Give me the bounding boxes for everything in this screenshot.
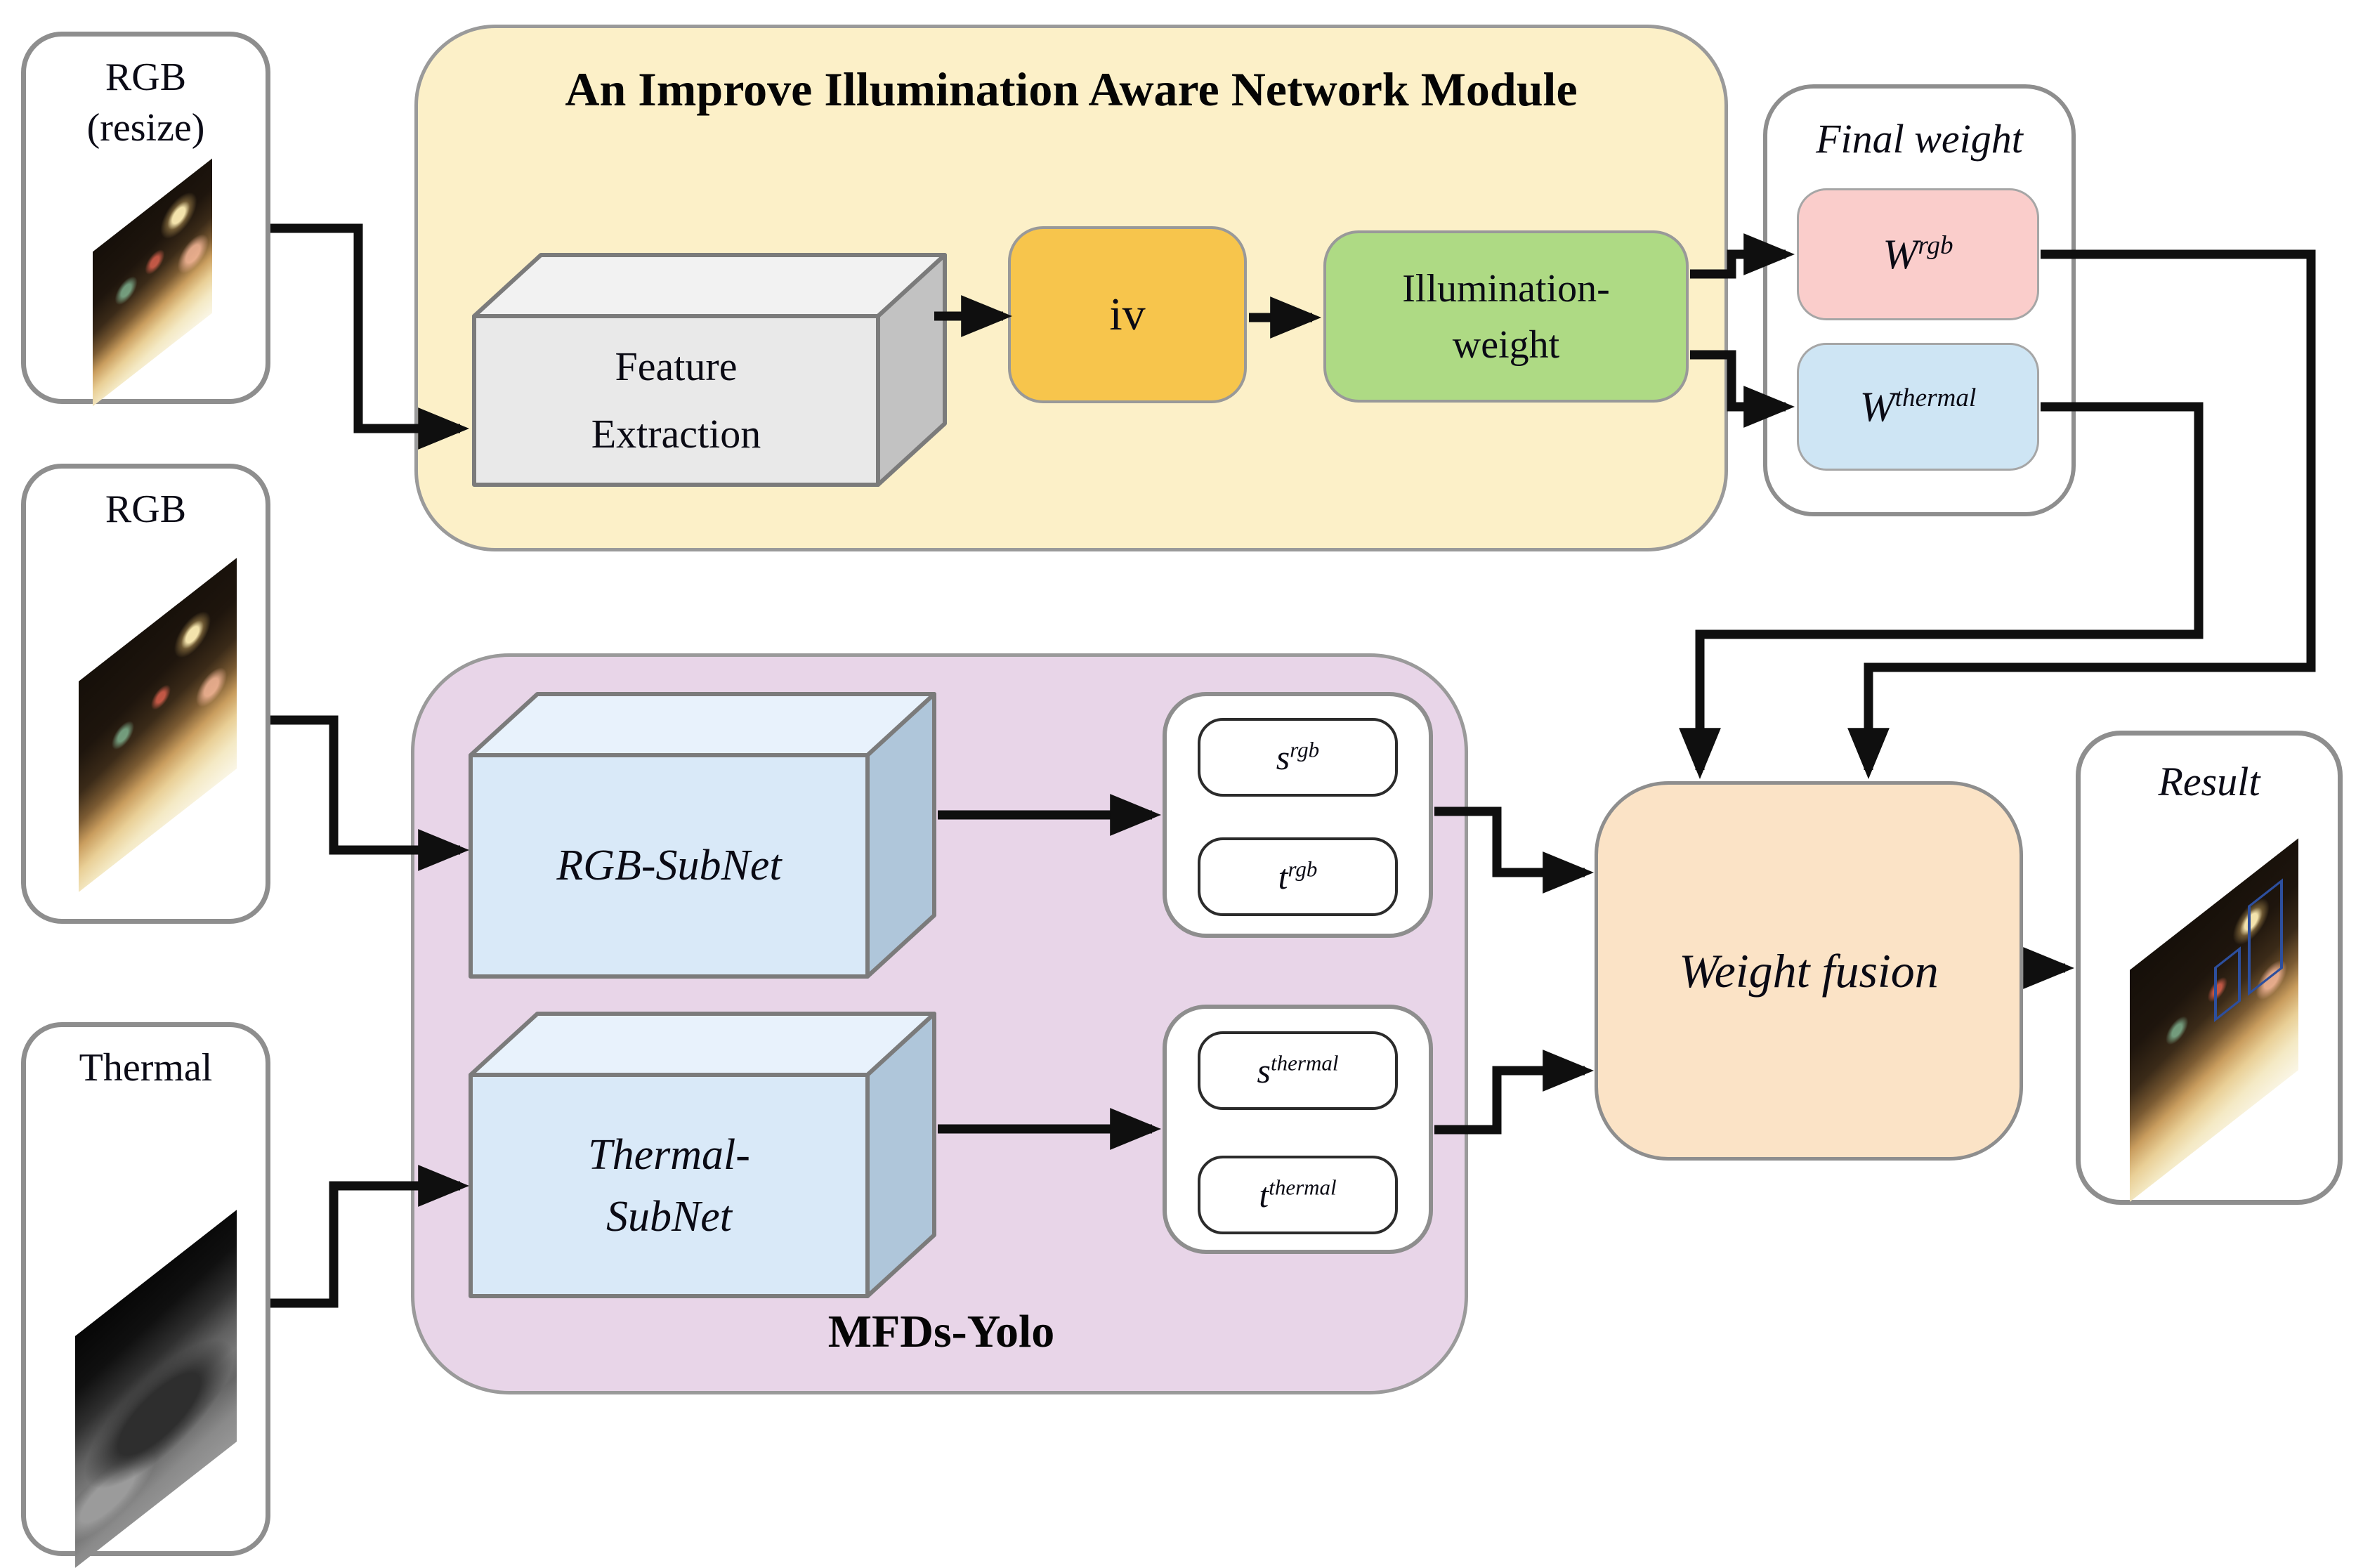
- detection-box: [2248, 878, 2283, 996]
- s-thermal-box: sthermal: [1198, 1031, 1398, 1110]
- t-thermal-label: tthermal: [1259, 1175, 1337, 1215]
- module-title: An Improve Illumination Aware Network Mo…: [565, 63, 1578, 116]
- s-rgb-box: srgb: [1198, 718, 1398, 797]
- weight-fusion-label: Weight fusion: [1679, 943, 1939, 998]
- feature-extraction-label-line1: Feature: [615, 344, 738, 389]
- rgb-resize-label-line2: (resize): [86, 106, 205, 150]
- feature-extraction-label: Feature Extraction: [474, 316, 878, 485]
- iv-label: iv: [1109, 289, 1146, 340]
- rgb-subnet-label: RGB-SubNet: [556, 842, 782, 889]
- input-thermal-panel: Thermal: [21, 1022, 270, 1568]
- w-rgb-label: Wrgb: [1883, 230, 1953, 277]
- illumination-weight-label-line1: Illumination-: [1402, 266, 1610, 311]
- rgb-resize-label-line1: RGB: [105, 55, 187, 99]
- t-rgb-label: trgb: [1278, 856, 1318, 896]
- thermal-label: Thermal: [79, 1046, 213, 1090]
- rgb-resize-photo: [93, 158, 212, 407]
- feature-extraction-label-line2: Extraction: [591, 411, 761, 457]
- w-thermal-label: Wthermal: [1859, 383, 1977, 430]
- thermal-subnet-label-line2: SubNet: [606, 1192, 733, 1241]
- w-rgb-box: Wrgb: [1797, 188, 2039, 320]
- illumination-weight-label-line2: weight: [1452, 322, 1560, 367]
- illumination-weight-box: Illumination- weight: [1323, 230, 1689, 403]
- thermal-subnet-label: Thermal- SubNet: [471, 1075, 868, 1296]
- iv-box: iv: [1008, 226, 1247, 403]
- s-thermal-label: sthermal: [1257, 1050, 1339, 1090]
- input-rgb-resize-panel: RGB (resize): [21, 32, 270, 407]
- result-panel: Result: [2076, 731, 2343, 1205]
- thermal-subnet-label-line1: Thermal-: [588, 1130, 750, 1179]
- thermal-photo: [75, 1210, 237, 1568]
- detection-box: [2214, 946, 2241, 1022]
- final-weight-title: Final weight: [1816, 116, 2023, 162]
- rgb-label: RGB: [105, 488, 187, 531]
- mfds-yolo-label: MFDs-Yolo: [827, 1306, 1055, 1357]
- w-thermal-box: Wthermal: [1797, 343, 2039, 471]
- result-title: Result: [2158, 759, 2260, 804]
- t-rgb-box: trgb: [1198, 837, 1398, 916]
- weight-fusion-box: Weight fusion: [1595, 781, 2023, 1161]
- s-rgb-label: srgb: [1276, 737, 1320, 777]
- t-thermal-box: tthermal: [1198, 1156, 1398, 1234]
- input-rgb-panel: RGB: [21, 464, 270, 924]
- result-photo: [2130, 838, 2298, 1202]
- rgb-photo: [79, 558, 237, 892]
